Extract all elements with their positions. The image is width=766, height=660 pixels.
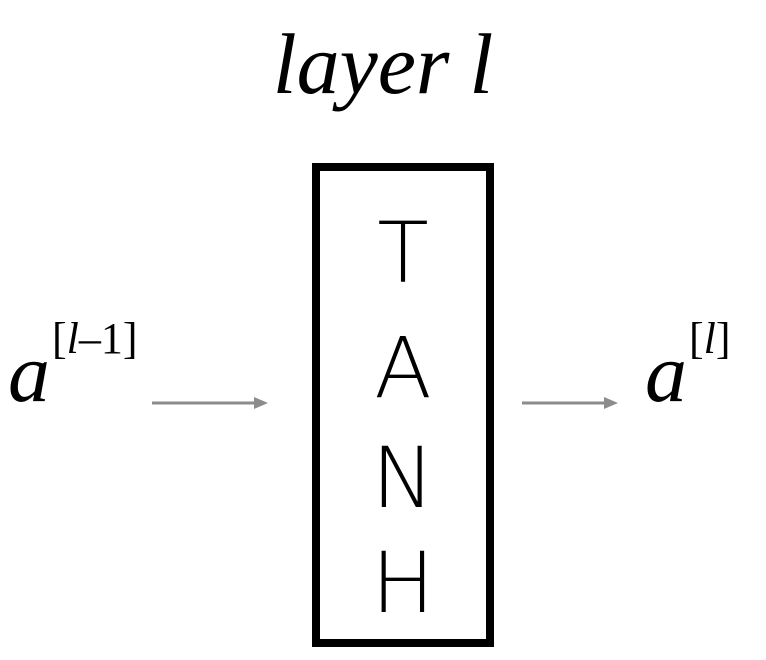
title-word-layer: layer: [272, 16, 450, 112]
output-arrow: [522, 397, 618, 409]
input-activation-base: a: [8, 327, 50, 420]
block-letter-t: T: [377, 204, 429, 302]
output-activation-superscript: [l]: [689, 314, 731, 363]
input-activation-superscript: [l–1]: [52, 314, 138, 363]
title-word-l: l: [469, 16, 494, 112]
output-activation-label: a[l]: [645, 317, 731, 416]
block-letter-n: N: [371, 429, 435, 527]
tanh-activation-block: T A N H: [312, 163, 494, 647]
block-letter-a: A: [374, 319, 432, 417]
output-activation-base: a: [645, 327, 687, 420]
input-arrow: [152, 397, 268, 409]
block-letter-h: H: [371, 534, 435, 632]
input-activation-label: a[l–1]: [8, 317, 138, 416]
